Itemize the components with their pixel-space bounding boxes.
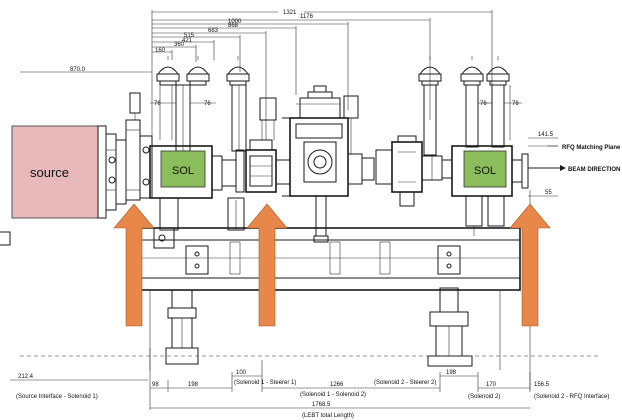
steerer-2-assembly	[375, 56, 453, 207]
dim-212: 212.4	[18, 374, 34, 380]
source-assembly: source	[0, 92, 153, 246]
dim-98: 98	[152, 382, 159, 388]
bottom-dimension-lines: 212.4 98 198 100 1266 198 170 156.5 (Sou…	[10, 348, 609, 419]
top-pumps-left	[156, 56, 250, 86]
source-label: source	[30, 165, 69, 180]
dim-141: 141.5	[538, 132, 554, 138]
dim-76-d: 76	[512, 101, 519, 107]
arrow-steerer-1	[246, 203, 288, 327]
dim-55: 55	[545, 190, 552, 196]
dim-683: 683	[208, 28, 219, 34]
support-frame	[20, 227, 600, 370]
label-solenoid2: (Solenoid 2)	[468, 394, 500, 400]
arrow-solenoid-2	[509, 203, 551, 327]
dim-1176: 1176	[300, 14, 314, 20]
label-solenoid1-steerer1: (Solenoid 1 - Steerer 1)	[234, 380, 296, 386]
orange-arrows	[113, 203, 551, 327]
dim-76-c: 76	[480, 101, 487, 107]
dim-170: 170	[486, 382, 497, 388]
dim-100: 100	[236, 370, 247, 376]
dim-76-b: 76	[204, 101, 211, 107]
arrow-solenoid-1	[113, 203, 155, 327]
dim-198b: 198	[446, 370, 457, 376]
solenoid-1-assembly: 76 76 SOL	[149, 56, 250, 249]
dim-1321: 1321	[283, 10, 297, 16]
source-box	[11, 125, 99, 219]
dim-1266: 1266	[330, 382, 344, 388]
dim-1000: 1000	[228, 19, 242, 25]
dim-160: 160	[155, 48, 166, 54]
right-annotations: 141.5 RFQ Matching Plane BEAM DIRECTION …	[528, 132, 621, 390]
solenoid-1-label: SOL	[172, 165, 194, 177]
dim-156: 156.5	[534, 382, 550, 388]
solenoid-2-box	[463, 150, 507, 188]
dim-868: 868	[228, 23, 239, 29]
dim-360: 360	[174, 42, 185, 48]
label-solenoid2-rfq: (Solenoid 2 - RFQ Interface)	[534, 394, 609, 400]
dim-198: 198	[188, 382, 199, 388]
rfq-matching-plane-label: RFQ Matching Plane	[562, 145, 621, 151]
solenoid-2-label: SOL	[474, 165, 496, 177]
beam-direction-label: BEAM DIRECTION	[568, 167, 620, 173]
central-chamber	[245, 85, 375, 243]
top-dimension-lines: 1321 1176 1000 868 683 515 421 360 160	[20, 8, 493, 140]
dim-421: 421	[182, 38, 193, 44]
label-solenoid2-steerer2: (Solenoid 2 - Steerer 2)	[374, 380, 436, 386]
solenoid-1-box	[160, 150, 206, 188]
label-solenoid1-solenoid2: (Solenoid 1 - Solenoid 2)	[300, 392, 366, 398]
label-lebt-total: (LEBT total Length)	[302, 413, 354, 419]
dim-76-a: 76	[154, 101, 161, 107]
dim-870: 870.0	[70, 67, 86, 73]
label-source-solenoid1: (Source Interface - Solenoid 1)	[16, 394, 98, 400]
dim-515: 515	[184, 33, 195, 39]
solenoid-2-assembly: 76 76 SOL	[451, 56, 529, 236]
dim-total-1768: 1768.5	[312, 402, 331, 408]
